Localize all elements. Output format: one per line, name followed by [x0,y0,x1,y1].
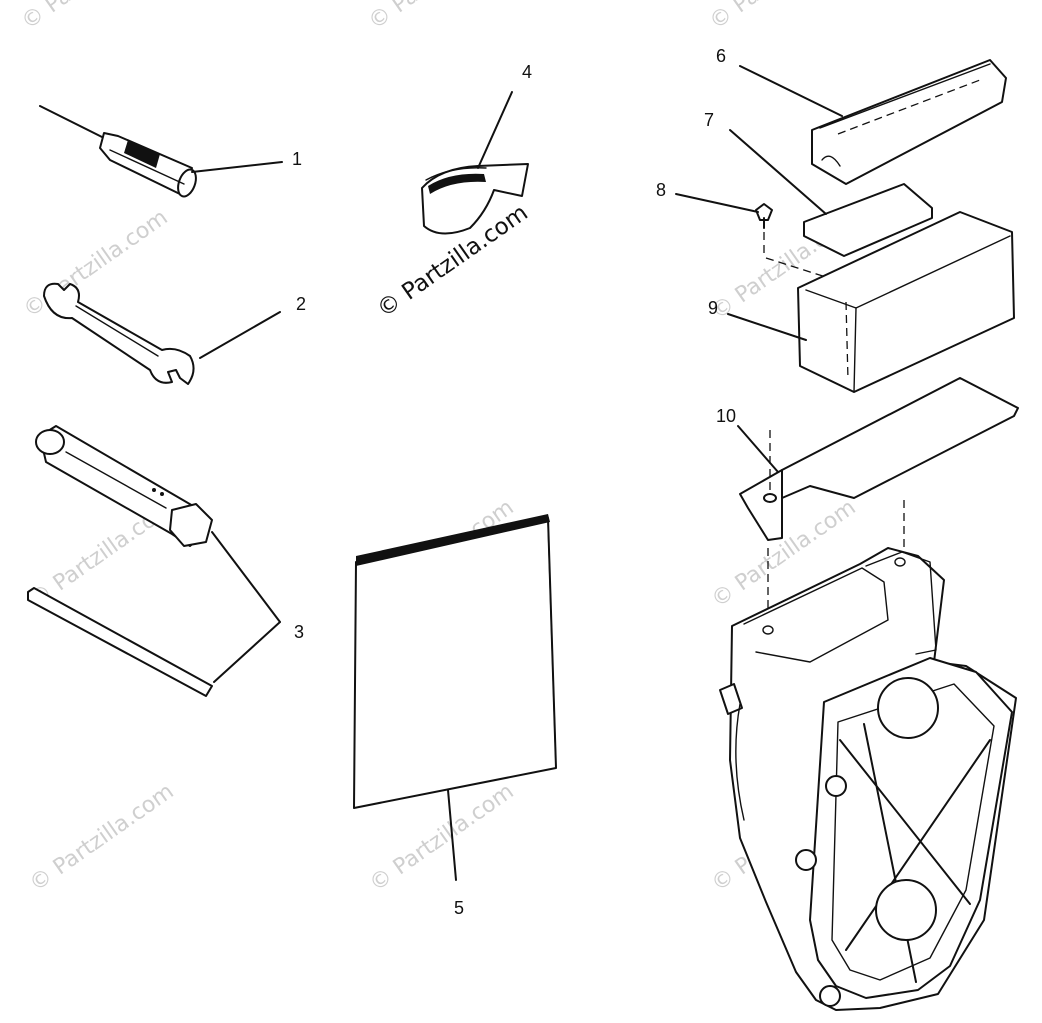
watermark: © Partzilla.com [705,0,858,35]
watermark: © Partzilla.com [19,205,172,323]
callout-8: 8 [656,180,666,200]
callout-3: 3 [294,622,304,642]
callout-10: 10 [716,406,736,426]
leader-lines [191,65,843,881]
box [797,211,1015,393]
pad [803,183,933,257]
strap [421,163,529,235]
callout-labels: 1 2 3 4 5 6 7 8 9 10 [292,46,736,918]
box-wrench [35,425,213,547]
callout-2: 2 [296,294,306,314]
watermark: © Partzilla.com [364,0,517,35]
callout-6: 6 [716,46,726,66]
callout-1: 1 [292,149,302,169]
housing [719,547,1017,1011]
callout-7: 7 [704,110,714,130]
bracket [739,377,1019,624]
callout-5: 5 [454,898,464,918]
callout-4: 4 [522,62,532,82]
wrench [43,282,195,385]
lid [811,59,1007,185]
manual [353,514,557,809]
screwdriver [39,105,197,198]
watermark: © Partzilla.com [25,779,178,897]
callout-9: 9 [708,298,718,318]
watermark: © Partzilla.com [17,0,170,35]
tommy-bar [27,587,213,697]
